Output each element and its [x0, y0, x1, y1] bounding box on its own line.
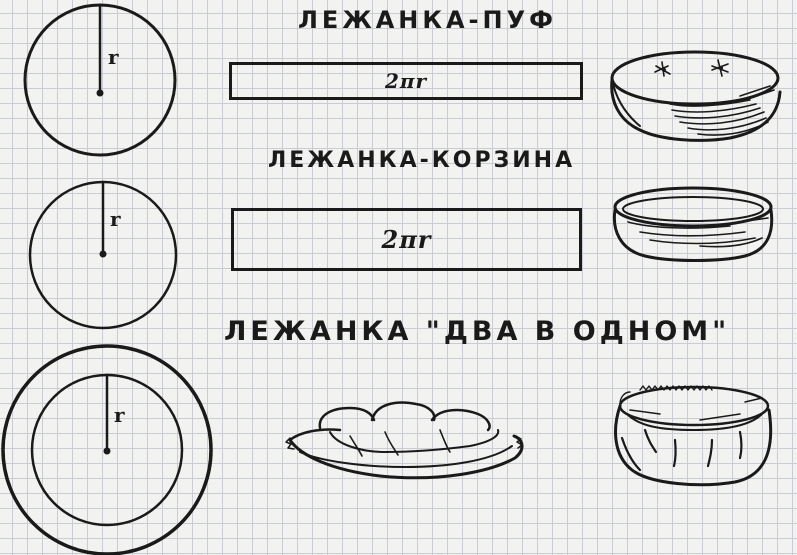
korzina-illustration [612, 186, 774, 262]
title-lezhanka-puf: ЛЕЖАНКА-ПУФ [298, 6, 557, 34]
title-lezhanka-korzina: ЛЕЖАНКА-КОРЗИНА [268, 148, 576, 173]
side-strip-puf: 2πr [229, 62, 583, 100]
circle-base-korzina [28, 180, 178, 330]
radius-label: r [110, 207, 121, 231]
strip-length-label: 2πr [384, 69, 428, 93]
tuft-decoration [654, 59, 729, 77]
dva-v-odnom-flat-illustration [285, 401, 524, 480]
radius-label: r [108, 45, 119, 69]
title-lezhanka-dva-v-odnom: ЛЕЖАНКА "ДВА В ОДНОМ" [224, 316, 731, 347]
side-strip-korzina: 2πr [231, 208, 582, 271]
dva-v-odnom-basket-illustration [614, 385, 773, 487]
circle-base-puf [23, 3, 177, 157]
radius-label: r [114, 403, 125, 427]
circle-base-dva-v-odnom [1, 344, 213, 555]
strip-length-label: 2πr [381, 225, 432, 254]
puf-illustration [610, 50, 782, 142]
